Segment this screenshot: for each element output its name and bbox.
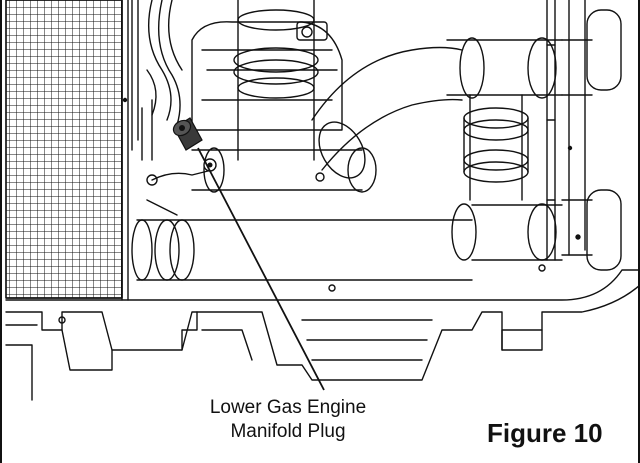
grille-panel [5,0,129,301]
figure-label: Figure 10 [487,418,603,448]
callout-line-2: Manifold Plug [230,421,346,442]
callout-leader-line [197,147,325,391]
right-pipe [446,9,622,271]
manifold-plug [172,117,217,172]
coiled-hoses [146,0,183,126]
vertical-pipe [233,0,319,161]
lower-pipe [131,203,563,281]
engine-block [191,21,343,131]
elbow-pipe [191,46,463,193]
base-tray [5,264,638,401]
callout-line-1: Lower Gas Engine [209,397,367,418]
callout-label: Lower Gas Engine Manifold Plug [198,396,378,444]
